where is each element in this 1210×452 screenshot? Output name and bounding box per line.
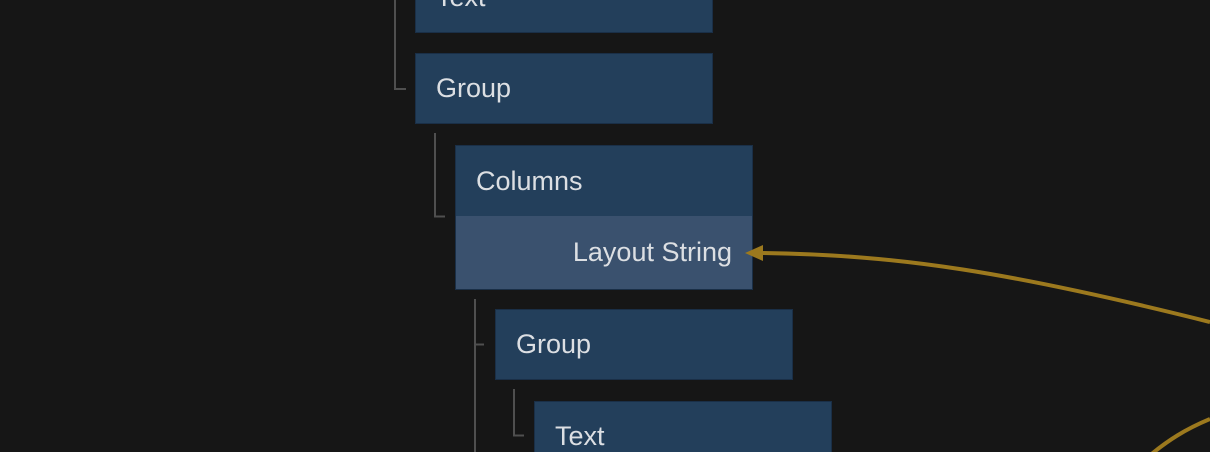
tree-connector-columns (434, 133, 445, 218)
node-label: Group (436, 73, 512, 103)
node-label: Text (555, 421, 605, 451)
node-label: Columns (476, 165, 583, 196)
node-field-layout-string[interactable]: Layout String (456, 216, 752, 289)
node-text-top[interactable]: Text (415, 0, 713, 33)
node-text-bottom[interactable]: Text (534, 401, 832, 452)
node-label: Text (436, 0, 486, 13)
tree-connector-text-bottom (513, 389, 524, 437)
node-group-2[interactable]: Group (495, 309, 793, 380)
wire-curve-bottom-right[interactable] (1148, 417, 1210, 452)
node-columns-header[interactable]: Columns (456, 146, 752, 216)
node-label: Group (516, 329, 592, 359)
node-field-label: Layout String (572, 237, 732, 267)
tree-connector-root (394, 0, 406, 90)
node-columns[interactable]: Columns Layout String (455, 145, 753, 290)
node-group-1[interactable]: Group (415, 53, 713, 124)
wire-curve-layout-string[interactable] (762, 251, 1210, 324)
